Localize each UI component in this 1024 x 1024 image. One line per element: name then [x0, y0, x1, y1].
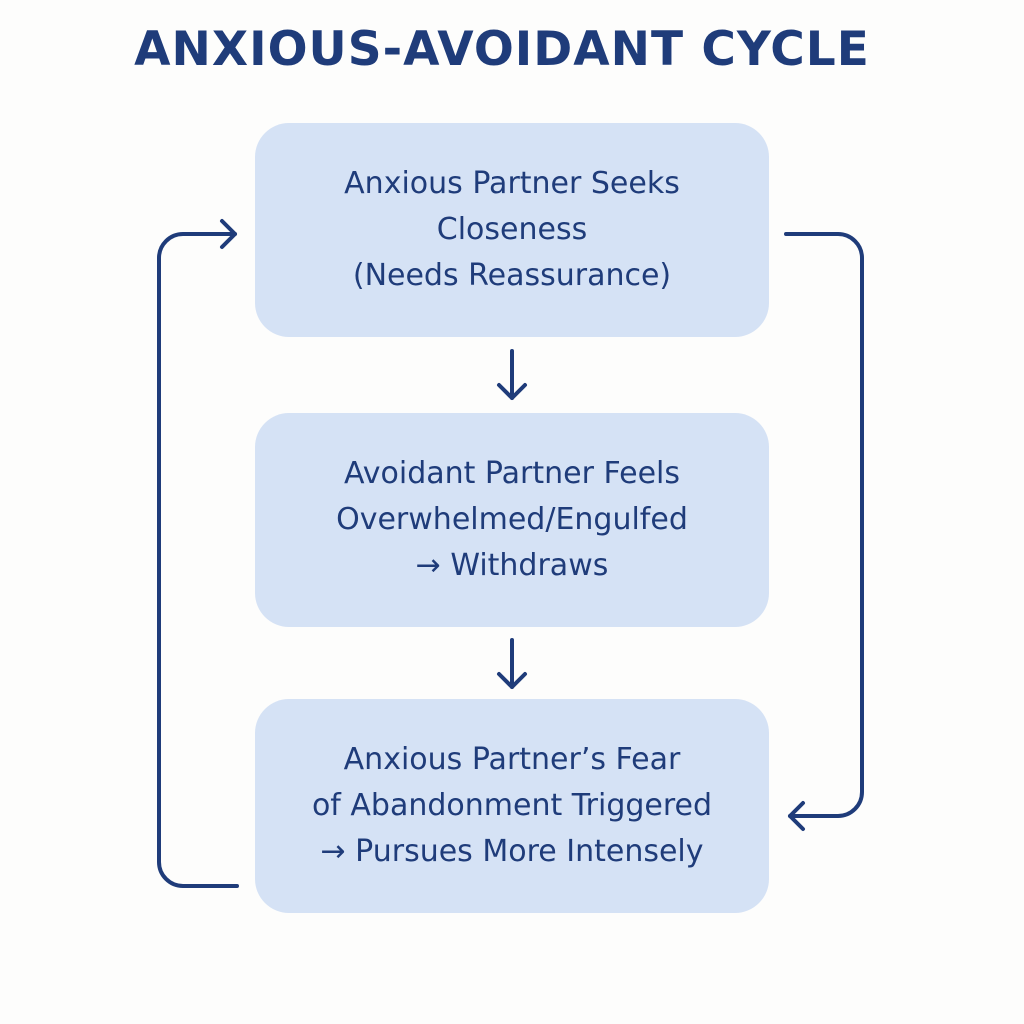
- right-loop-arrow-icon: [784, 232, 864, 831]
- step-3-line-1: Anxious Partner’s Fear: [343, 742, 681, 777]
- diagram-title: ANXIOUS-AVOIDANT CYCLE: [134, 22, 870, 77]
- down-arrow-icon: [497, 638, 527, 689]
- step-box-avoidant-withdraws: Avoidant Partner Feels Overwhelmed/Engul…: [255, 413, 769, 627]
- step-1-line-2: Closeness: [436, 212, 588, 247]
- left-loop-arrow-icon: [157, 219, 239, 888]
- step-2-line-1: Avoidant Partner Feels: [343, 456, 680, 491]
- step-box-anxious-pursues: Anxious Partner’s Fear of Abandonment Tr…: [255, 699, 769, 913]
- step-1-line-3: (Needs Reassurance): [352, 258, 672, 293]
- down-arrow-icon: [497, 349, 527, 400]
- step-3-line-3: → Pursues More Intensely: [320, 834, 704, 869]
- step-2-line-3: → Withdraws: [415, 548, 609, 583]
- step-1-line-1: Anxious Partner Seeks: [344, 166, 680, 201]
- step-box-seeks-closeness: Anxious Partner Seeks Closeness (Needs R…: [255, 123, 769, 337]
- step-2-line-2: Overwhelmed/Engulfed: [336, 502, 688, 537]
- step-3-line-2: of Abandonment Triggered: [311, 788, 713, 823]
